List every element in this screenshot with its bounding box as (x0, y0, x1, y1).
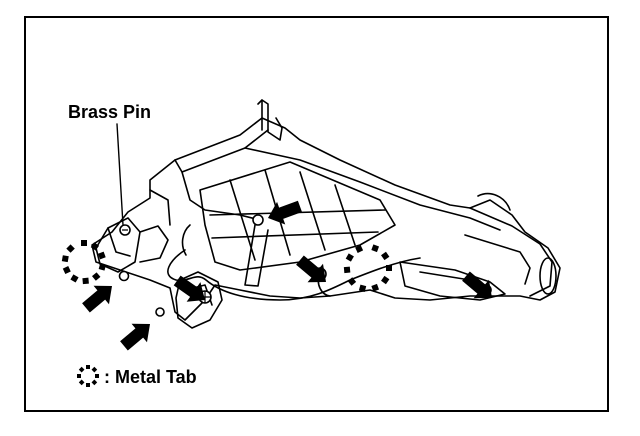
metal-tab-right (343, 244, 392, 292)
housing-outline (91, 117, 561, 321)
housing-top-edge (174, 129, 269, 173)
housing-inner-edge (181, 171, 261, 221)
dotted-circle-icon (77, 365, 99, 387)
screw-left-lower (155, 307, 165, 317)
center-plate (199, 161, 396, 271)
arrow-icon-2 (116, 314, 158, 356)
actuator (175, 271, 223, 329)
right-cylinder (469, 207, 553, 297)
brass-pin-label: Brass Pin (68, 102, 152, 122)
arrow-icon-5 (292, 250, 334, 292)
right-bracket (399, 261, 506, 301)
metal-tab-legend-label: : Metal Tab (104, 367, 197, 387)
metal-tab-markers (61, 240, 392, 387)
screw-left (118, 270, 130, 282)
housing-ridge (244, 147, 501, 231)
wire-harness (167, 249, 421, 301)
arrow-icon-4 (263, 195, 305, 230)
screw-center-top (252, 214, 264, 226)
brass-pin-leader (116, 123, 124, 226)
